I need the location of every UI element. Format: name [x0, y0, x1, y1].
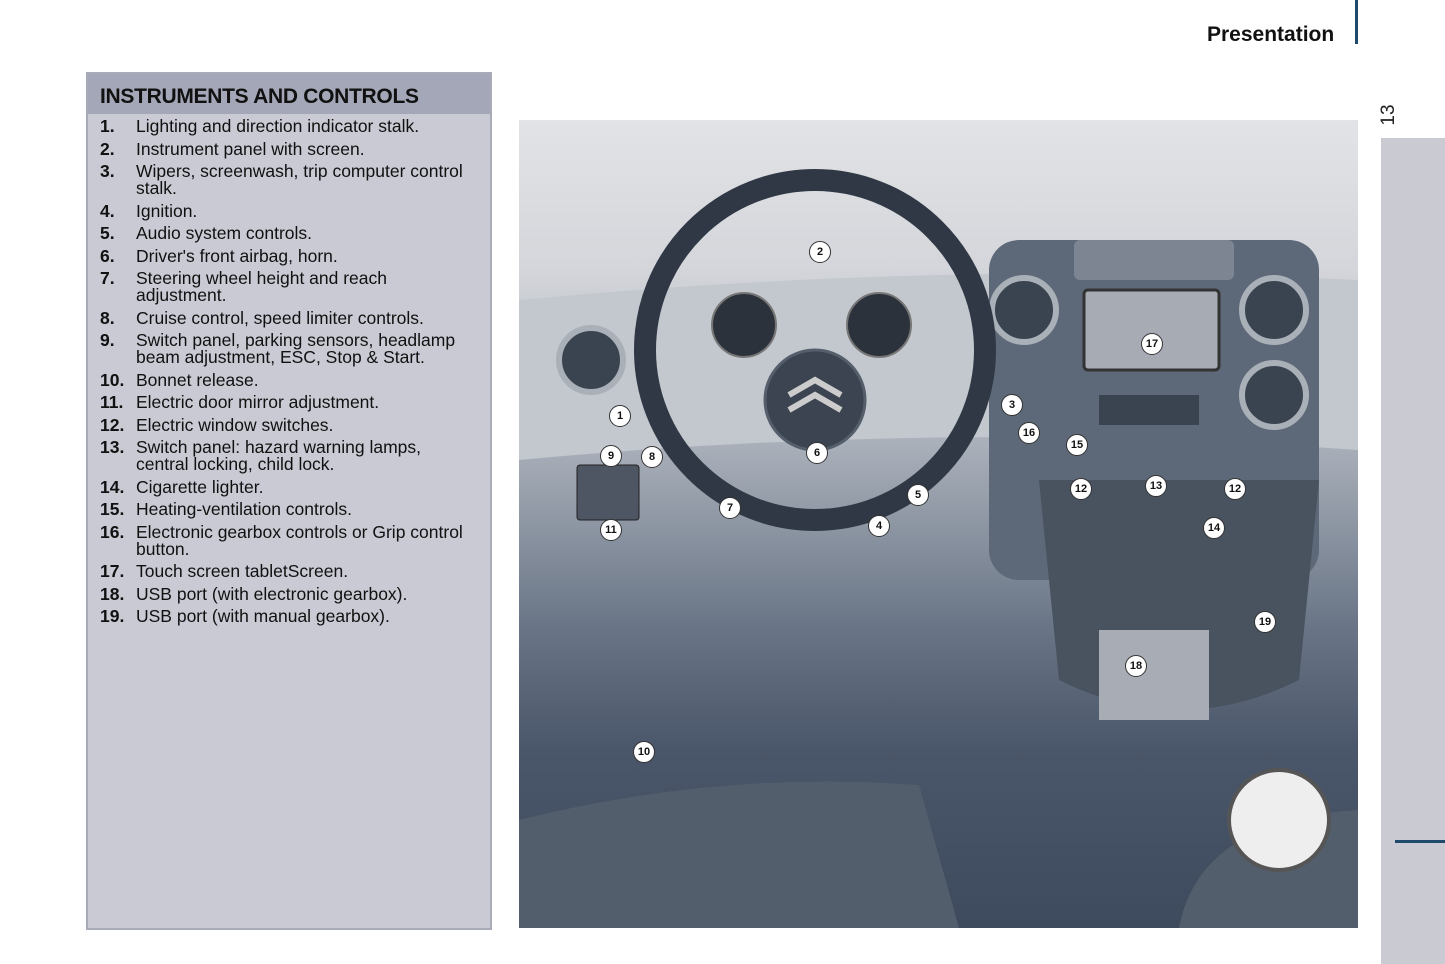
item-text: Electric window switches.: [136, 414, 334, 435]
left-center-vent: [989, 275, 1059, 345]
list-item: 9. Switch panel, parking sensors, headlam…: [100, 330, 490, 367]
list-item: 3. Wipers, screenwash, trip computer cont…: [100, 161, 490, 198]
item-number: 15.: [100, 499, 125, 519]
list-item: 6. Driver's front airbag, horn.: [100, 245, 490, 266]
list-item: 14. Cigarette lighter.: [100, 476, 490, 497]
item-number: 7.: [100, 268, 115, 288]
list-item: 2. Instrument panel with screen.: [100, 138, 490, 159]
callout-marker: 3: [1001, 394, 1023, 416]
driving-position-icon: [1227, 768, 1331, 872]
item-number: 14.: [100, 476, 125, 497]
callout-marker: 17: [1141, 333, 1163, 355]
item-text: USB port (with manual gearbox).: [136, 606, 390, 626]
right-center-vent: [1239, 275, 1309, 345]
side-tab: [1381, 138, 1445, 964]
item-number: 17.: [100, 561, 125, 581]
list-item: 17. Touch screen tabletScreen.: [100, 561, 490, 581]
callout-marker: 18: [1125, 655, 1147, 677]
callout-marker: 5: [907, 484, 929, 506]
item-number: 18.: [100, 583, 125, 604]
item-text: Bonnet release.: [136, 369, 259, 390]
list-item: 19. USB port (with manual gearbox).: [100, 606, 490, 626]
list-item: 1. Lighting and direction indicator stalk…: [100, 116, 490, 136]
item-text: Heating-ventilation controls.: [136, 499, 352, 519]
item-text: Ignition.: [136, 200, 198, 221]
item-number: 6.: [100, 245, 115, 266]
item-number: 19.: [100, 606, 125, 626]
item-text: Electronic gearbox controls or Grip cont…: [136, 521, 463, 559]
item-text: Lighting and direction indicator stalk.: [136, 116, 420, 136]
brand-logo: [787, 376, 843, 413]
item-text: Switch panel: hazard warning lamps, cent…: [136, 437, 422, 474]
speedometer: [711, 292, 777, 358]
seat-left: [519, 781, 959, 928]
list-item: 4. Ignition.: [100, 200, 490, 221]
title-rule: [1355, 0, 1358, 44]
dashboard-drawing: [519, 169, 1358, 928]
list-item: 16. Electronic gearbox controls or Grip c…: [100, 521, 490, 559]
callout-marker: 6: [806, 442, 828, 464]
item-text: Wipers, screenwash, trip computer contro…: [136, 161, 463, 198]
item-number: 3.: [100, 161, 115, 181]
item-number: 4.: [100, 200, 115, 221]
airbag-hub: [763, 348, 867, 452]
callout-marker: 13: [1145, 475, 1167, 497]
controls-list: 1. Lighting and direction indicator stalk…: [88, 114, 490, 625]
callout-marker: 2: [809, 241, 831, 263]
panel-title: INSTRUMENTS AND CONTROLS: [88, 74, 490, 114]
item-number: 8.: [100, 307, 115, 328]
touch-screen: [1082, 288, 1221, 372]
list-item: 10. Bonnet release.: [100, 369, 490, 390]
item-text: Touch screen tabletScreen.: [136, 561, 349, 581]
list-item: 8. Cruise control, speed limiter controls…: [100, 307, 490, 328]
list-item: 18. USB port (with electronic gearbox).: [100, 583, 490, 604]
mirror-switch-panel: [576, 464, 640, 521]
item-text: Cruise control, speed limiter controls.: [136, 307, 424, 328]
item-text: USB port (with electronic gearbox).: [136, 583, 408, 604]
item-number: 16.: [100, 521, 125, 542]
callout-marker: 16: [1018, 422, 1040, 444]
steering-wheel: [634, 169, 996, 531]
callout-marker: 8: [641, 446, 663, 468]
item-number: 9.: [100, 330, 115, 350]
item-number: 13.: [100, 437, 125, 457]
item-number: 11.: [100, 392, 124, 412]
tachometer: [846, 292, 912, 358]
list-item: 7. Steering wheel height and reach adjust…: [100, 268, 490, 305]
list-item: 13. Switch panel: hazard warning lamps, c…: [100, 437, 490, 474]
callout-marker: 12: [1224, 478, 1246, 500]
item-number: 2.: [100, 138, 115, 159]
callout-marker: 19: [1254, 611, 1276, 633]
list-item: 12. Electric window switches.: [100, 414, 490, 435]
controls-legend-panel: INSTRUMENTS AND CONTROLS 1. Lighting and …: [86, 72, 492, 930]
callout-marker: 1: [609, 405, 631, 427]
callout-marker: 14: [1203, 517, 1225, 539]
left-vent: [556, 325, 626, 395]
item-number: 1.: [100, 116, 115, 136]
callout-marker: 12: [1070, 478, 1092, 500]
page-number: 13: [1378, 104, 1399, 126]
list-item: 15. Heating-ventilation controls.: [100, 499, 490, 519]
item-text: Driver's front airbag, horn.: [136, 245, 338, 266]
item-text: Audio system controls.: [136, 223, 313, 243]
item-text: Switch panel, parking sensors, headlamp …: [136, 330, 456, 367]
section-title: Presentation: [1207, 23, 1335, 46]
item-number: 12.: [100, 414, 125, 435]
item-text: Cigarette lighter.: [136, 476, 264, 497]
callout-marker: 9: [600, 445, 622, 467]
callout-marker: 7: [719, 497, 741, 519]
callout-marker: 11: [600, 519, 622, 541]
callout-marker: 10: [633, 741, 655, 763]
item-text: Steering wheel height and reach adjustme…: [136, 268, 388, 305]
callout-marker: 4: [868, 515, 890, 537]
list-item: 5. Audio system controls.: [100, 223, 490, 243]
item-text: Instrument panel with screen.: [136, 138, 365, 159]
side-tab-marker: [1395, 840, 1445, 843]
item-text: Electric door mirror adjustment.: [136, 392, 380, 412]
item-number: 10.: [100, 369, 125, 390]
item-number: 5.: [100, 223, 115, 243]
callout-marker: 15: [1066, 434, 1088, 456]
list-item: 11. Electric door mirror adjustment.: [100, 392, 490, 412]
